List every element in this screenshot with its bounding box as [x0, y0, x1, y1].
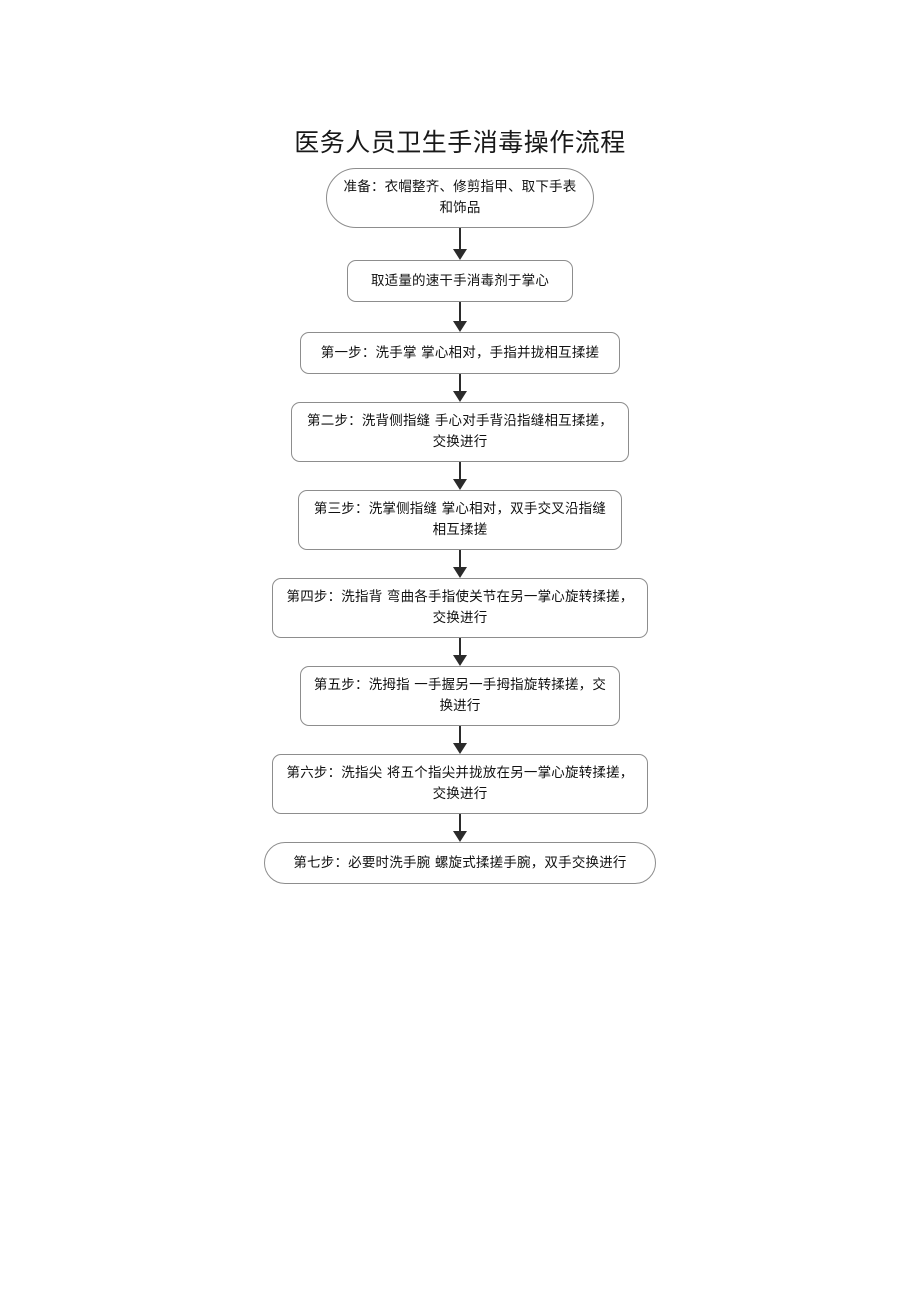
arrow-head-down-icon	[453, 391, 467, 402]
arrow-head-down-icon	[453, 567, 467, 578]
arrow-stem	[459, 302, 461, 322]
flow-node-label: 第六步：洗指尖 将五个指尖并拢放在另一掌心旋转揉搓，交换进行	[286, 765, 634, 802]
flow-node-apply-sanitizer[interactable]: 取适量的速干手消毒剂于掌心	[347, 260, 573, 302]
flow-node-step-7[interactable]: 第七步：必要时洗手腕 螺旋式揉搓手腕，双手交换进行	[264, 842, 656, 884]
flow-node-label: 取适量的速干手消毒剂于掌心	[370, 272, 550, 289]
flowchart: 准备：衣帽整齐、修剪指甲、取下手表和饰品 取适量的速干手消毒剂于掌心 第一步：洗…	[0, 168, 920, 884]
flow-node-label: 第一步：洗手掌 掌心相对，手指并拢相互揉搓	[320, 344, 600, 361]
flow-node-label: 第四步：洗指背 弯曲各手指使关节在另一掌心旋转揉搓，交换进行	[286, 589, 634, 626]
flow-arrow-2	[453, 302, 467, 332]
flow-node-step-4[interactable]: 第四步：洗指背 弯曲各手指使关节在另一掌心旋转揉搓，交换进行	[272, 578, 648, 638]
flow-node-prepare[interactable]: 准备：衣帽整齐、修剪指甲、取下手表和饰品	[326, 168, 594, 228]
flow-arrow-3	[453, 374, 467, 402]
arrow-stem	[459, 228, 461, 250]
flow-node-step-6[interactable]: 第六步：洗指尖 将五个指尖并拢放在另一掌心旋转揉搓，交换进行	[272, 754, 648, 814]
flow-arrow-5	[453, 550, 467, 578]
flow-arrow-1	[453, 228, 467, 260]
page-title: 医务人员卫生手消毒操作流程	[294, 128, 626, 157]
arrow-stem	[459, 374, 461, 392]
flow-arrow-4	[453, 462, 467, 490]
arrow-stem	[459, 814, 461, 832]
flow-node-label: 准备：衣帽整齐、修剪指甲、取下手表和饰品	[343, 179, 577, 216]
arrow-head-down-icon	[453, 249, 467, 260]
flow-node-label: 第二步：洗背侧指缝 手心对手背沿指缝相互揉搓，交换进行	[307, 413, 613, 450]
flow-node-label: 第三步：洗掌侧指缝 掌心相对，双手交叉沿指缝相互揉搓	[313, 501, 607, 538]
arrow-head-down-icon	[453, 743, 467, 754]
flow-node-step-1[interactable]: 第一步：洗手掌 掌心相对，手指并拢相互揉搓	[300, 332, 620, 374]
flow-node-step-5[interactable]: 第五步：洗拇指 一手握另一手拇指旋转揉搓，交换进行	[300, 666, 620, 726]
flow-node-label: 第七步：必要时洗手腕 螺旋式揉搓手腕，双手交换进行	[293, 854, 627, 871]
arrow-head-down-icon	[453, 831, 467, 842]
arrow-stem	[459, 550, 461, 568]
flow-arrow-7	[453, 726, 467, 754]
flow-node-step-3[interactable]: 第三步：洗掌侧指缝 掌心相对，双手交叉沿指缝相互揉搓	[298, 490, 622, 550]
arrow-head-down-icon	[453, 321, 467, 332]
flow-node-label: 第五步：洗拇指 一手握另一手拇指旋转揉搓，交换进行	[313, 677, 607, 714]
arrow-stem	[459, 638, 461, 656]
arrow-head-down-icon	[453, 479, 467, 490]
arrow-head-down-icon	[453, 655, 467, 666]
arrow-stem	[459, 462, 461, 480]
arrow-stem	[459, 726, 461, 744]
flow-arrow-6	[453, 638, 467, 666]
flow-arrow-8	[453, 814, 467, 842]
flow-node-step-2[interactable]: 第二步：洗背侧指缝 手心对手背沿指缝相互揉搓，交换进行	[291, 402, 629, 462]
